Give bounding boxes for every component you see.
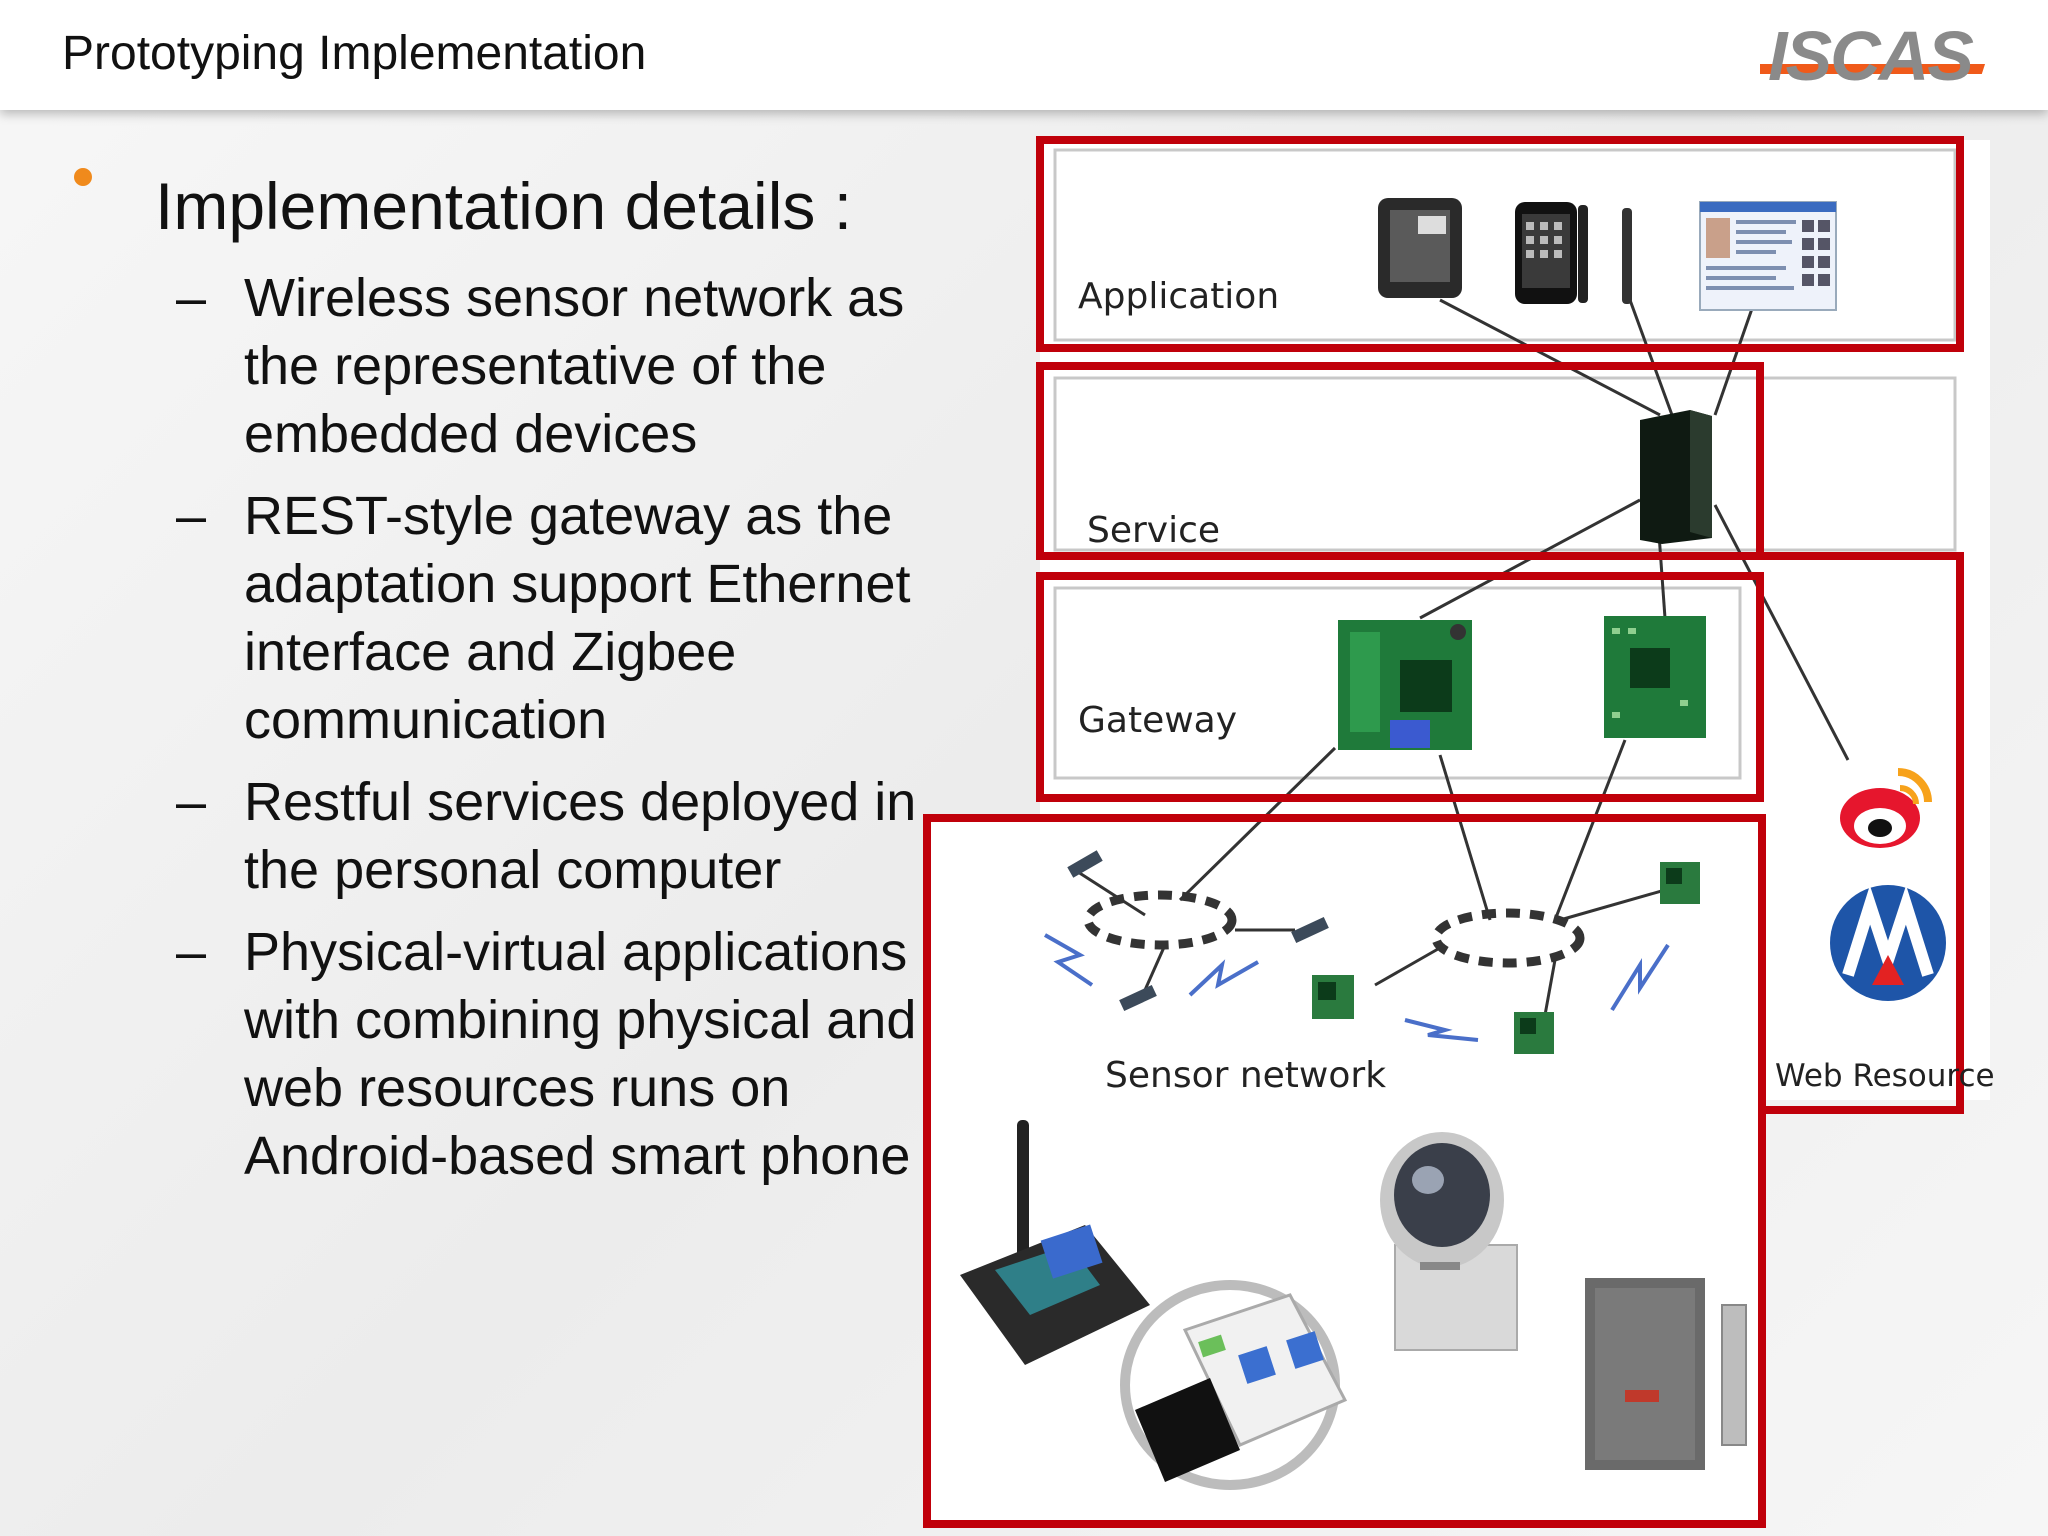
detail-line: communication (244, 690, 608, 750)
sensor-network-label: Sensor network (1105, 1055, 1387, 1096)
gateway-frame (1036, 572, 1764, 802)
weibo-logo-icon (1840, 768, 1932, 848)
detail-line: Android-based smart phone (244, 1126, 911, 1186)
detail-line: REST-style gateway as the (244, 486, 893, 546)
bullet-dot (74, 168, 92, 186)
phone-iphone-icon (1515, 202, 1632, 304)
dash: – (176, 486, 207, 546)
slide-header: Prototyping Implementation ISCAS (0, 0, 2048, 110)
application-layer-label: Application (1078, 276, 1280, 317)
gateway-board-icon (1338, 620, 1472, 750)
main-heading: Implementation details : (155, 169, 853, 243)
detail-line: interface and Zigbee (244, 622, 737, 682)
logo-text: ISCAS (1768, 18, 1973, 92)
detail-line: with combining physical and (244, 990, 917, 1050)
iscas-logo: ISCAS (1760, 18, 1986, 92)
sensor-devices-frame (923, 814, 1766, 1528)
wireless-signal-icons (1044, 933, 1670, 1042)
dash: – (176, 268, 207, 328)
sensor-node-icons (1067, 850, 1329, 1012)
service-layer-box (1053, 376, 1957, 552)
application-frame (1036, 136, 1964, 352)
web-service-logo-icon (1830, 885, 1946, 1001)
service-layer-label: Service (1087, 510, 1221, 551)
web-resource-frame (1760, 552, 1964, 1114)
detail-line: Restful services deployed in (244, 772, 917, 832)
slide-title: Prototyping Implementation (62, 27, 647, 80)
service-frame (1036, 362, 1764, 560)
detail-line: adaptation support Ethernet (244, 554, 911, 614)
detail-line: the personal computer (244, 840, 782, 900)
web-page-screenshot-icon (1699, 201, 1837, 311)
zigbee-board-device-icon (960, 1120, 1150, 1365)
web-resources-label: Web Resource (1775, 1058, 1995, 1094)
dash: – (176, 772, 207, 832)
gateway-board-icon (1604, 616, 1706, 738)
gateway-layer-label: Gateway (1078, 700, 1238, 741)
detail-line: Physical-virtual applications (244, 922, 908, 982)
detail-line: the representative of the (244, 336, 827, 396)
power-strip-device-icon (1120, 1280, 1348, 1490)
door-sensor-device-icon (1585, 1278, 1747, 1470)
phone-htc-icon (1378, 198, 1462, 298)
red-highlight-frames (923, 136, 1964, 1528)
sensor-cluster-1 (1083, 890, 1237, 950)
server-tower-icon (1640, 410, 1712, 544)
dash: – (176, 922, 207, 982)
detail-line: web resources runs on (244, 1058, 791, 1118)
ip-camera-device-icon (1380, 1132, 1518, 1351)
detail-line: embedded devices (244, 404, 698, 464)
sensor-cluster-2 (1431, 908, 1585, 968)
sensor-board-icons (1312, 862, 1700, 1054)
detail-line: Wireless sensor network as (244, 268, 905, 328)
